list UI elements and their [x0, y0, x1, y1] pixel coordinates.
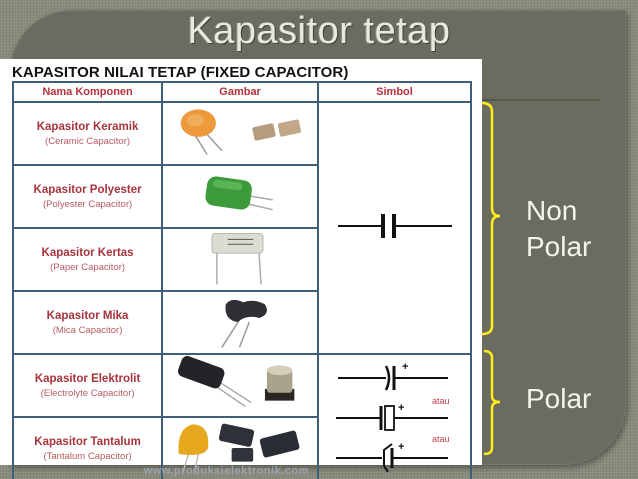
table-row: Kapasitor Mika (Mica Capacitor): [11, 290, 471, 355]
component-name: Kapasitor Kertas: [41, 246, 134, 259]
polarized-capacitor-curved-icon: +: [337, 361, 448, 391]
header-symbol: Simbol: [317, 81, 472, 103]
svg-text:+: +: [402, 361, 408, 373]
component-name-cell: Kapasitor Kertas (Paper Capacitor): [11, 227, 164, 292]
component-name: Kapasitor Tantalum: [34, 435, 141, 448]
svg-text:+: +: [398, 441, 404, 453]
non-polar-label-line2: Polar: [526, 231, 592, 262]
component-english-name: (Electrolyte Capacitor): [40, 387, 135, 399]
watermark: www.produksielektronik.com: [143, 465, 309, 477]
polarized-capacitor-box-icon: +: [335, 402, 448, 431]
component-image-cell: [161, 101, 319, 166]
table-row: Kapasitor Keramik (Ceramic Capacitor): [11, 101, 472, 355]
mica-capacitor-image: [221, 299, 268, 348]
component-name-cell: Kapasitor Elektrolit (Electrolyte Capaci…: [11, 353, 164, 418]
component-name: Kapasitor Keramik: [36, 120, 139, 133]
polarized-capacitor-bent-icon: +: [335, 441, 448, 473]
non-polar-label-line1: Non: [526, 195, 578, 226]
table-row: Kapasitor Polyester (Polyester Capacitor…: [11, 164, 471, 229]
component-image-cell: www.produksielektronik.com: [144, 416, 319, 479]
polar-label: Polar: [526, 383, 592, 414]
capacitor-symbol-icon: [337, 213, 452, 238]
svg-text:+: +: [398, 402, 404, 414]
component-name: Kapasitor Elektrolit: [34, 372, 141, 385]
component-image-cell: [161, 164, 319, 229]
table-row: Kapasitor Tantalum (Tantalum Capacitor) …: [11, 416, 471, 479]
header-image: Gambar: [161, 81, 319, 103]
component-name-cell: Kapasitor Keramik (Ceramic Capacitor): [11, 101, 164, 166]
title-divider: [480, 99, 600, 101]
header-name: Nama Komponen: [11, 81, 164, 103]
component-name-cell: Kapasitor Polyester (Polyester Capacitor…: [11, 164, 164, 229]
non-polar-symbol-cell: [317, 101, 472, 355]
component-name-cell: Kapasitor Mika (Mica Capacitor): [11, 290, 164, 355]
component-image-cell: [161, 353, 319, 418]
svg-text:atau: atau: [432, 434, 450, 444]
capacitor-table: Nama Komponen Gambar Simbol Kapasitor Ke…: [11, 81, 472, 479]
ceramic-capacitor-image: [180, 109, 302, 155]
component-name-cell: Kapasitor Tantalum (Tantalum Capacitor): [11, 416, 164, 479]
component-english-name: (Polyester Capacitor): [42, 198, 133, 210]
electrolytic-capacitor-image: [178, 356, 295, 408]
component-english-name: (Paper Capacitor): [50, 261, 126, 273]
polar-capacitor-symbols: + atau + atau: [335, 361, 450, 473]
capacitor-table-card: KAPASITOR NILAI TETAP (FIXED CAPACITOR) …: [0, 59, 482, 479]
polyester-capacitor-image: [205, 176, 274, 211]
slide-title: Kapasitor tetap: [187, 10, 451, 52]
non-polar-brace-icon: [481, 101, 501, 336]
component-image-cell: [161, 290, 319, 355]
component-english-name: (Mica Capacitor): [52, 324, 123, 336]
component-name: Kapasitor Mika: [46, 309, 129, 322]
tantalum-capacitor-image: [178, 423, 300, 474]
table-row: Kapasitor Kertas (Paper Capacitor): [11, 227, 471, 292]
component-english-name: (Tantalum Capacitor): [43, 450, 132, 462]
paper-capacitor-image: [211, 232, 264, 285]
table-row: Kapasitor Elektrolit (Electrolyte Capaci…: [11, 353, 472, 479]
svg-text:atau: atau: [432, 396, 450, 406]
table-caption: KAPASITOR NILAI TETAP (FIXED CAPACITOR): [12, 64, 349, 81]
component-image-cell: [161, 227, 319, 292]
polar-brace-icon: [483, 349, 501, 456]
table-header-row: Nama Komponen Gambar Simbol: [11, 81, 472, 103]
component-english-name: (Ceramic Capacitor): [45, 135, 131, 147]
component-name: Kapasitor Polyester: [33, 183, 142, 196]
polar-symbol-cell: + atau + atau: [317, 353, 472, 479]
